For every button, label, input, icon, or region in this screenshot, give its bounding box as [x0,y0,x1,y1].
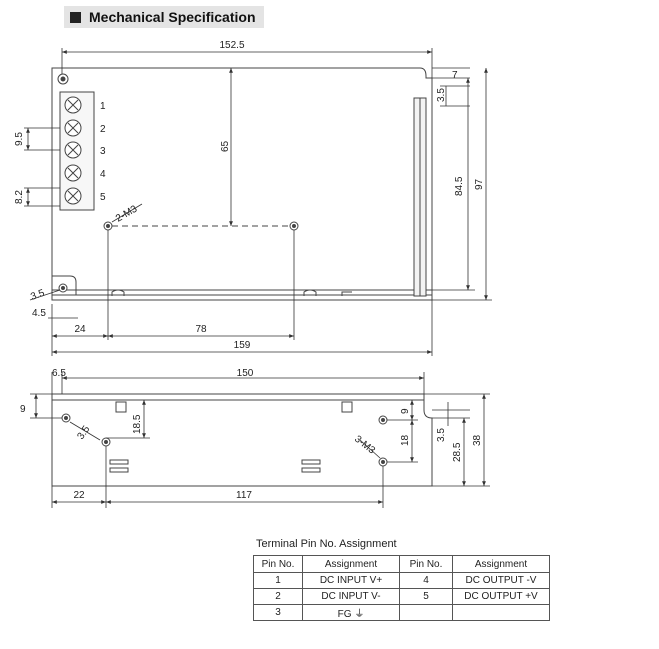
top-view [51,67,433,301]
terminal-number-3: 3 [100,146,106,157]
column-header: Pin No. [399,555,453,573]
table-cell: DC OUTPUT +V [452,588,550,605]
dim-tab-offset: 3.5 [436,88,447,102]
table-cell: 4 [399,572,453,589]
dim-hole-spacing: 78 [195,324,207,335]
table-row: 3 FG ⏚ [253,604,550,621]
column-header: Assignment [302,555,400,573]
dim-base-length: 159 [234,340,251,351]
table-cell: FG ⏚ [302,604,400,621]
section-header: Mechanical Specification [64,6,264,28]
side-dimensions [30,372,490,508]
column-header: Assignment [452,555,550,573]
terminal-number-2: 2 [100,124,106,135]
dim-side-height-inner: 28.5 [452,442,463,462]
terminal-number-4: 4 [100,169,106,180]
mount-label-side: 3-M3 [352,434,377,457]
dim-side-hole-spacing-right: 18 [400,434,411,446]
dim-tab-height: 7 [452,70,458,81]
dim-side-height-total: 38 [472,434,483,446]
side-mounting-holes [61,413,388,467]
table-header-row: Pin No. Assignment Pin No. Assignment [253,555,550,573]
side-view [51,393,433,487]
terminal-screws [64,96,82,205]
dim-inner-height: 84.5 [454,176,465,196]
top-dimensions [24,48,492,356]
table-cell [452,604,550,621]
table-cell: 3 [253,604,303,621]
side-dimension-labels: 6.5 150 9 3.5 18.5 3-M3 9 18 3.5 28.5 38… [20,368,483,501]
terminal-number-5: 5 [100,192,106,203]
dim-terminal-pitch: 9.5 [14,132,25,146]
mount-label-top: 2-M3 [114,203,140,224]
side-view-outline [51,393,433,487]
dim-side-right-offset: 3.5 [436,428,447,442]
pin-table-caption: Terminal Pin No. Assignment [256,538,397,550]
pin-assignment-table: Pin No. Assignment Pin No. Assignment 1 … [253,555,550,621]
dim-side-hole-spacing: 117 [236,490,252,501]
table-row: 2 DC INPUT V- 5 DC OUTPUT +V [253,588,550,605]
dim-side-length: 150 [237,368,254,379]
dim-overall-width: 152.5 [219,40,244,51]
ground-hole [57,73,69,85]
dim-terminal-edge: 8.2 [14,190,25,204]
table-row: 1 DC INPUT V+ 4 DC OUTPUT -V [253,572,550,589]
column-header: Pin No. [253,555,303,573]
table-cell: DC INPUT V+ [302,572,400,589]
dim-side-left-offset: 6.5 [52,368,66,379]
table-cell: 1 [253,572,303,589]
table-cell [399,604,453,621]
terminal-numbers: 1 2 3 4 5 [100,101,106,203]
dim-side-hole-top-right: 9 [400,408,411,414]
top-view-outline [51,67,433,301]
table-cell: 5 [399,588,453,605]
dim-hole-x-first: 24 [74,324,86,335]
header-bullet-icon [70,11,81,23]
table-cell: 2 [253,588,303,605]
dim-hole-side-offset: 4.5 [32,308,46,319]
dim-hole-to-top: 65 [220,140,231,152]
terminal-number-1: 1 [100,101,106,112]
dim-side-left-hole-x: 22 [73,490,85,501]
top-mounting-holes [58,221,299,293]
dim-overall-height: 97 [474,178,485,190]
dim-side-hole-vertical: 18.5 [132,414,143,434]
dim-side-hole-top-left: 9 [20,404,26,415]
table-cell: DC INPUT V- [302,588,400,605]
table-cell: DC OUTPUT -V [452,572,550,589]
section-title: Mechanical Specification [89,9,256,25]
dim-hole-edge-offset: 3.5 [29,288,46,303]
